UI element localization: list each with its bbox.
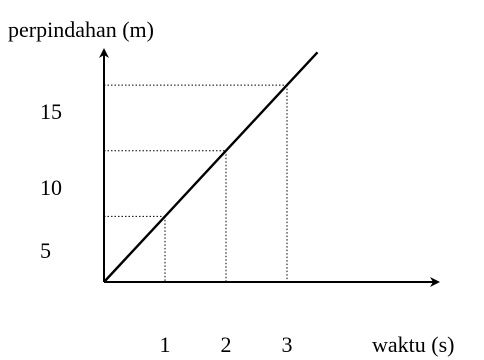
x-tick-label: 1 xyxy=(160,332,171,357)
x-tick-labels: 1 2 3 xyxy=(160,332,293,357)
series-line xyxy=(103,51,319,283)
y-tick-label: 10 xyxy=(40,175,62,200)
x-tick-label: 2 xyxy=(221,332,232,357)
y-tick-label: 15 xyxy=(40,99,62,124)
x-axis-label: waktu (s) xyxy=(372,332,454,357)
guide-lines xyxy=(104,84,288,282)
y-axis-label: perpindahan (m) xyxy=(8,17,154,42)
x-tick-label: 3 xyxy=(282,332,293,357)
y-tick-labels: 5 10 15 xyxy=(40,99,62,263)
y-tick-label: 5 xyxy=(40,238,51,263)
